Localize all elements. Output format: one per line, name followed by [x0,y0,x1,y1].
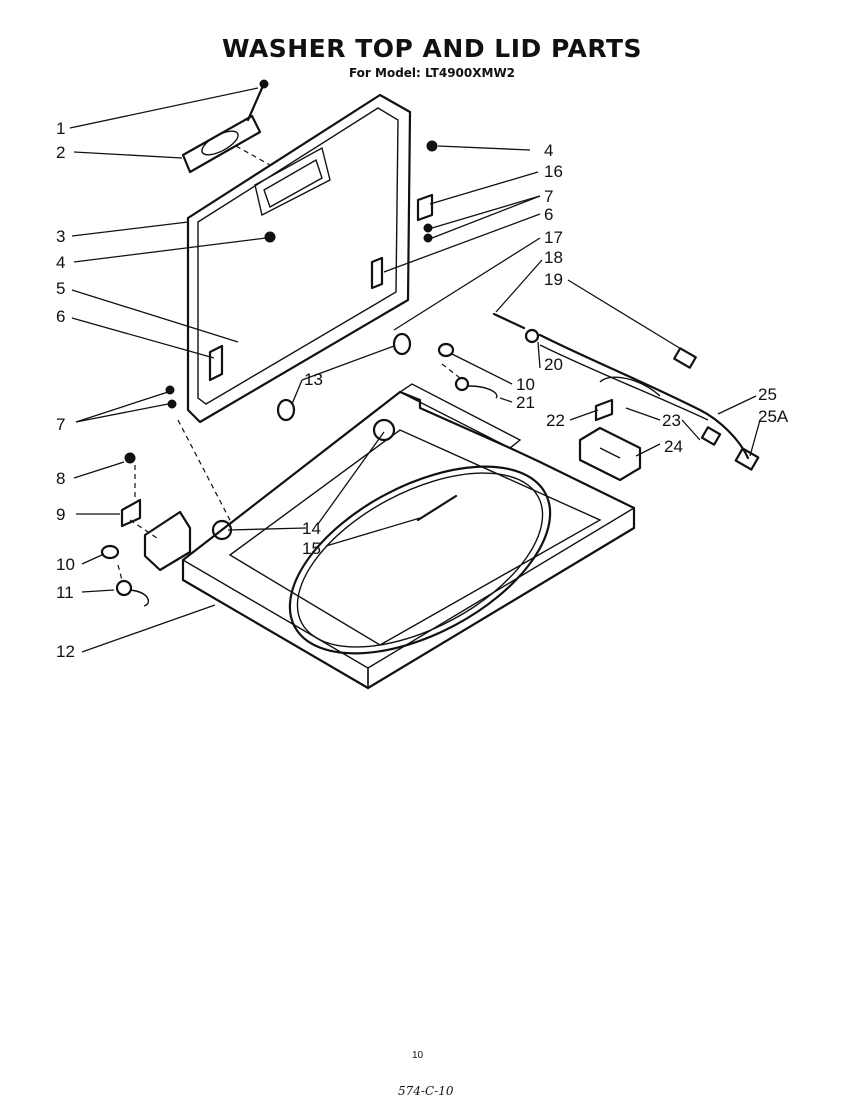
callout-20: 20 [544,355,563,374]
wire-harness [538,333,760,471]
washer-top [181,390,636,690]
assembly-guide-lines [117,145,461,581]
callout-25: 25 [758,385,777,404]
footer-code: 574-C-10 [398,1084,454,1098]
callout-5: 5 [56,279,65,298]
callout-11: 11 [56,583,74,602]
screw-1 [246,79,269,122]
callout-labels: 1 2 3 4 5 6 7 8 9 10 11 12 4 16 7 6 17 1… [56,119,789,661]
callout-1: 1 [56,119,65,138]
small-hardware [100,193,614,607]
switch-housing [578,426,642,482]
page-number: 10 [412,1050,424,1061]
callout-22: 22 [546,411,565,430]
callout-25a: 25A [758,407,789,426]
callout-12: 12 [56,642,75,661]
callout-21: 21 [516,393,535,412]
callout-19: 19 [544,270,563,289]
callout-15: 15 [302,539,321,558]
model-subtitle: For Model: LT4900XMW2 [348,66,516,80]
callout-10-left: 10 [56,555,75,574]
callout-16: 16 [544,162,563,181]
callout-23: 23 [662,411,681,430]
callout-14: 14 [302,519,321,538]
callout-4-right: 4 [544,141,553,160]
callout-18: 18 [544,248,563,267]
callout-10-right: 10 [516,375,535,394]
leader-lines [69,87,761,653]
callout-13: 13 [304,370,323,389]
diagram-title: WASHER TOP AND LID PARTS [221,34,643,63]
callout-7-right: 7 [544,187,553,206]
callout-24: 24 [664,437,683,456]
callout-4-left: 4 [56,253,65,272]
callout-3: 3 [56,227,65,246]
callout-8: 8 [56,469,65,488]
callout-7-left: 7 [56,415,65,434]
lid-handle [181,114,262,174]
callout-6-right: 6 [544,205,553,224]
lid-frame [186,93,412,424]
hinge-bar [143,383,522,572]
lid-bumpers [211,140,438,541]
callout-9: 9 [56,505,65,524]
callout-6-left: 6 [56,307,65,326]
callout-2: 2 [56,143,65,162]
callout-17: 17 [544,228,563,247]
